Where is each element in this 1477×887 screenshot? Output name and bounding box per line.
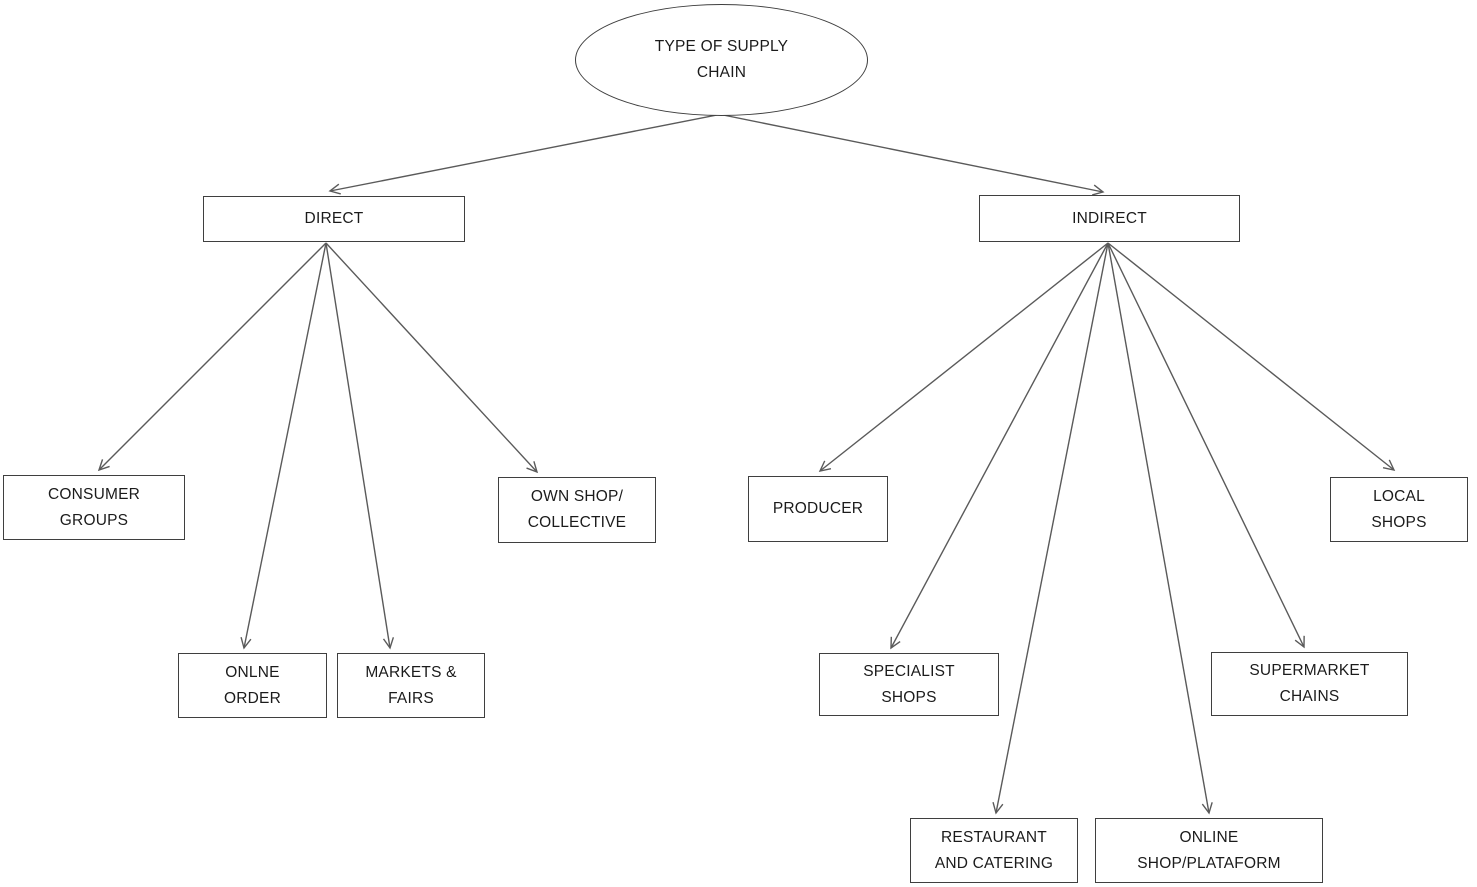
edge-root-to-indirect — [663, 102, 1105, 196]
node-online-shop-plataform: ONLINE SHOP/PLATAFORM — [1095, 818, 1323, 883]
node-consumer-groups: CONSUMER GROUPS — [3, 475, 185, 540]
node-online-shop-plataform-label: ONLINE SHOP/PLATAFORM — [1137, 828, 1281, 872]
edge-direct-to-consumer-groups — [97, 242, 327, 472]
node-type-of-supply-chain: TYPE OF SUPPLY CHAIN — [575, 4, 868, 116]
node-specialist-shops: SPECIALIST SHOPS — [819, 653, 999, 716]
node-markets-and-fairs: MARKETS & FAIRS — [337, 653, 485, 718]
node-local-shops-label: LOCAL SHOPS — [1371, 487, 1427, 531]
node-direct-label: DIRECT — [304, 210, 364, 227]
node-supermarket-chains: SUPERMARKET CHAINS — [1211, 652, 1408, 716]
edge-direct-to-onlne-order — [240, 242, 327, 650]
node-onlne-order: ONLNE ORDER — [178, 653, 327, 718]
node-indirect-label: INDIRECT — [1072, 209, 1147, 227]
edge-indirect-to-local-shops — [1107, 242, 1396, 471]
edge-indirect-to-restaurant-catering — [992, 242, 1109, 815]
node-type-of-supply-chain-label: TYPE OF SUPPLY CHAIN — [654, 38, 789, 81]
node-specialist-shops-label: SPECIALIST SHOPS — [863, 662, 955, 706]
node-local-shops: LOCAL SHOPS — [1330, 477, 1468, 542]
node-consumer-groups-label: CONSUMER GROUPS — [47, 485, 141, 529]
edge-indirect-to-online-shop — [1107, 242, 1213, 815]
edge-direct-to-markets-fairs — [325, 242, 395, 650]
node-supermarket-chains-label: SUPERMARKET CHAINS — [1249, 662, 1370, 705]
edge-indirect-to-producer — [818, 242, 1109, 472]
node-own-shop-collective-label: OWN SHOP/ COLLECTIVE — [527, 488, 627, 531]
node-own-shop-collective: OWN SHOP/ COLLECTIVE — [498, 477, 656, 543]
node-onlne-order-label: ONLNE ORDER — [224, 663, 281, 707]
node-indirect: INDIRECT — [979, 195, 1240, 242]
edge-root-to-direct — [328, 102, 779, 195]
node-markets-and-fairs-label: MARKETS & FAIRS — [365, 663, 457, 707]
edge-indirect-to-specialist-shops — [890, 242, 1109, 650]
node-restaurant-and-catering-label: RESTAURANT AND CATERING — [934, 828, 1054, 872]
node-direct: DIRECT — [203, 196, 465, 242]
node-producer-label: PRODUCER — [772, 500, 864, 517]
node-restaurant-and-catering: RESTAURANT AND CATERING — [910, 818, 1078, 883]
edge-direct-to-own-shop — [325, 242, 539, 474]
node-producer: PRODUCER — [748, 476, 888, 542]
edge-indirect-to-supermarket-chains — [1107, 242, 1305, 649]
